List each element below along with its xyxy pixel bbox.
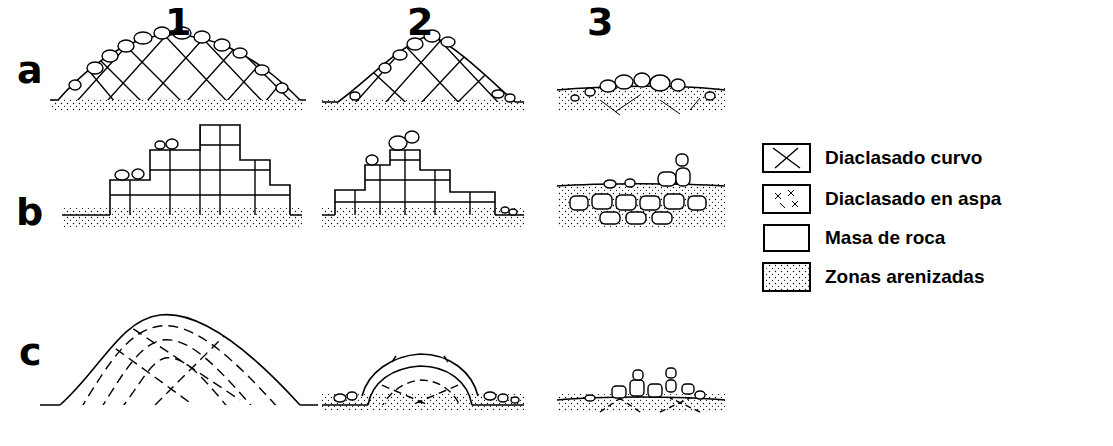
- legend-text: Masa de roca: [825, 227, 945, 249]
- legend-text: Zonas arenizadas: [825, 266, 984, 288]
- legend-swatch: [763, 224, 810, 252]
- row-letter: c: [19, 330, 42, 374]
- column-number: 2: [407, 0, 433, 44]
- column-number: 3: [587, 0, 613, 44]
- legend-text: Diaclasado curvo: [825, 147, 982, 169]
- row-letter: b: [16, 190, 43, 234]
- legend-text: Diaclasado en aspa: [825, 188, 1001, 210]
- row-letter: a: [17, 48, 43, 92]
- column-number: 1: [165, 0, 191, 44]
